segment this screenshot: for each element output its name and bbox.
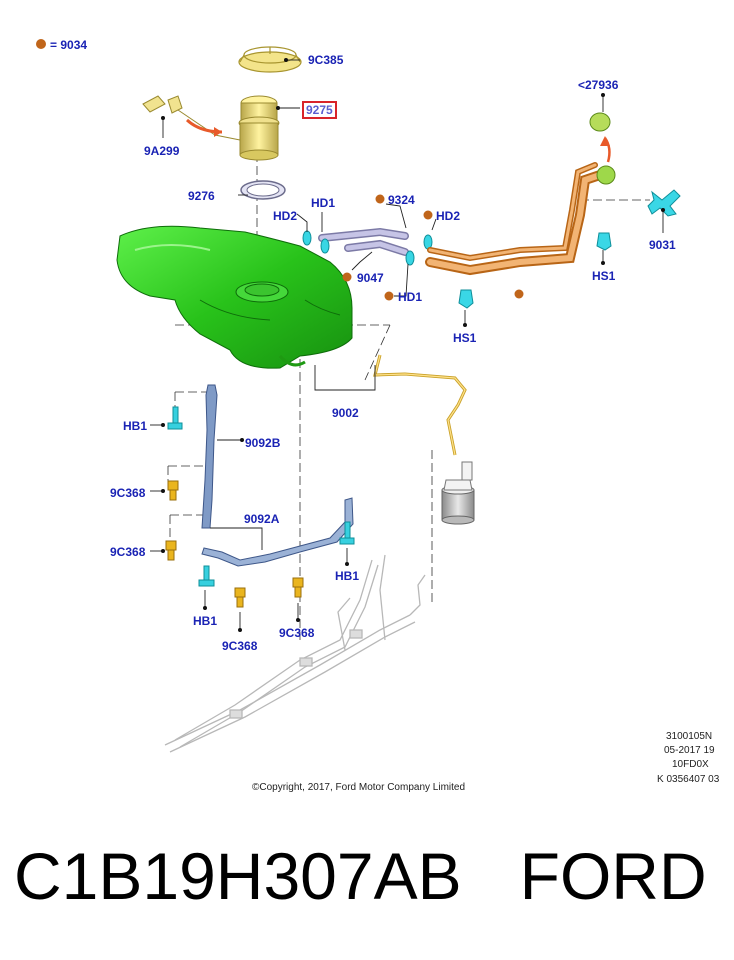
- doc-meta-line-4: K 0356407 03: [657, 774, 720, 785]
- strap-icon: [201, 384, 218, 529]
- label-9C368-b: 9C368: [110, 545, 146, 559]
- brand-name: FORD: [519, 839, 707, 913]
- nut-icon: [165, 480, 304, 608]
- hose-icon: [318, 227, 409, 256]
- doc-meta-line-2: 05-2017 19: [664, 745, 715, 756]
- label-9C368-a: 9C368: [110, 486, 146, 500]
- label-HD2-left: HD2: [273, 209, 298, 223]
- label-9092A: 9092A: [244, 512, 280, 526]
- label-9C385: 9C385: [308, 53, 344, 67]
- clip-icon: [458, 232, 612, 309]
- lock-ring-icon: [238, 46, 302, 73]
- label-9002: 9002: [332, 406, 359, 420]
- filler-cap-icon: [589, 112, 616, 185]
- bracket-clip-icon: [647, 189, 681, 217]
- fuel-level-sensor-icon: [142, 95, 241, 141]
- label-HD1-bottom: HD1: [398, 290, 423, 304]
- legend-dot: [36, 39, 46, 49]
- label-HB1-top: HB1: [123, 419, 148, 433]
- brake-lines-icon: [164, 554, 426, 753]
- label-HD2-right: HD2: [436, 209, 461, 223]
- label-9C368-d: 9C368: [222, 639, 258, 653]
- label-HD1-top: HD1: [311, 196, 336, 210]
- label-9092B: 9092B: [245, 436, 281, 450]
- label-9C368-c: 9C368: [279, 626, 315, 640]
- fuel-pump-module-icon: [238, 95, 280, 161]
- canister-icon: [441, 461, 475, 525]
- label-HS1-mid: HS1: [453, 331, 477, 345]
- part-9034-marker: [342, 194, 524, 301]
- part-code: C1B19H307AB: [14, 839, 462, 913]
- label-9A299: 9A299: [144, 144, 180, 158]
- filler-pipe-icon: [425, 162, 605, 276]
- label-HB1-bottom: HB1: [193, 614, 218, 628]
- doc-meta-line-1: 3100105N: [666, 731, 713, 742]
- label-27936: <27936: [578, 78, 619, 92]
- copyright-text: ©Copyright, 2017, Ford Motor Company Lim…: [252, 782, 466, 793]
- label-HB1-right: HB1: [335, 569, 360, 583]
- seal-ring-icon: [240, 180, 286, 200]
- strap-icon: [201, 497, 354, 567]
- label-9276: 9276: [188, 189, 215, 203]
- label-9047: 9047: [357, 271, 384, 285]
- label-9275-highlight: 9275: [302, 101, 337, 119]
- label-9324: 9324: [388, 193, 415, 207]
- label-HS1-right: HS1: [592, 269, 616, 283]
- part-code-caption: C1B19H307AB FORD: [14, 838, 707, 914]
- legend-text: = 9034: [50, 38, 88, 52]
- bolt-icon: [167, 406, 355, 587]
- fuel-system-exploded-diagram: [36, 39, 681, 753]
- label-9031: 9031: [649, 238, 676, 252]
- fuel-tank-icon: [116, 225, 353, 369]
- leader-dots: [161, 58, 665, 632]
- leader-lines: [150, 59, 664, 632]
- doc-meta-line-3: 10FD0X: [672, 759, 709, 770]
